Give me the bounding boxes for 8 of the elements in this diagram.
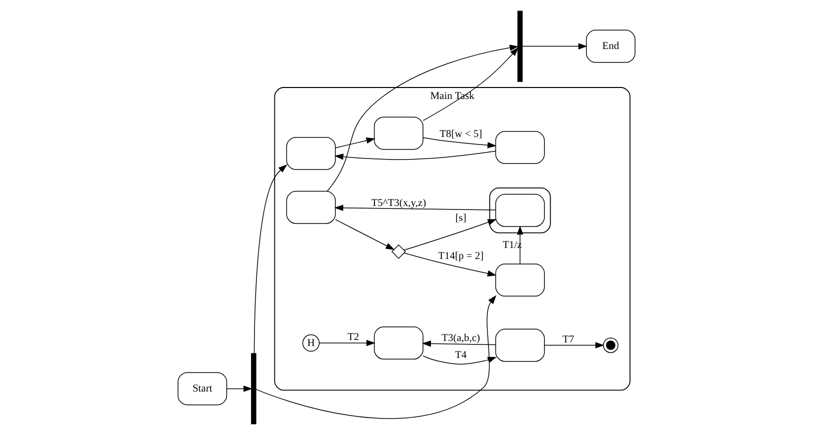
edge-label: T7 — [562, 334, 574, 346]
edge-label: T4 — [455, 350, 467, 362]
edge-label: T5^T3(x,y,z) — [371, 198, 426, 210]
edge-label: T3(a,b,c) — [442, 332, 480, 344]
edge-label: [s] — [455, 213, 466, 224]
edge-label: T14[p = 2] — [438, 251, 484, 262]
edge-label: T8[w < 5] — [440, 129, 482, 140]
edge-label: T2 — [348, 332, 360, 344]
